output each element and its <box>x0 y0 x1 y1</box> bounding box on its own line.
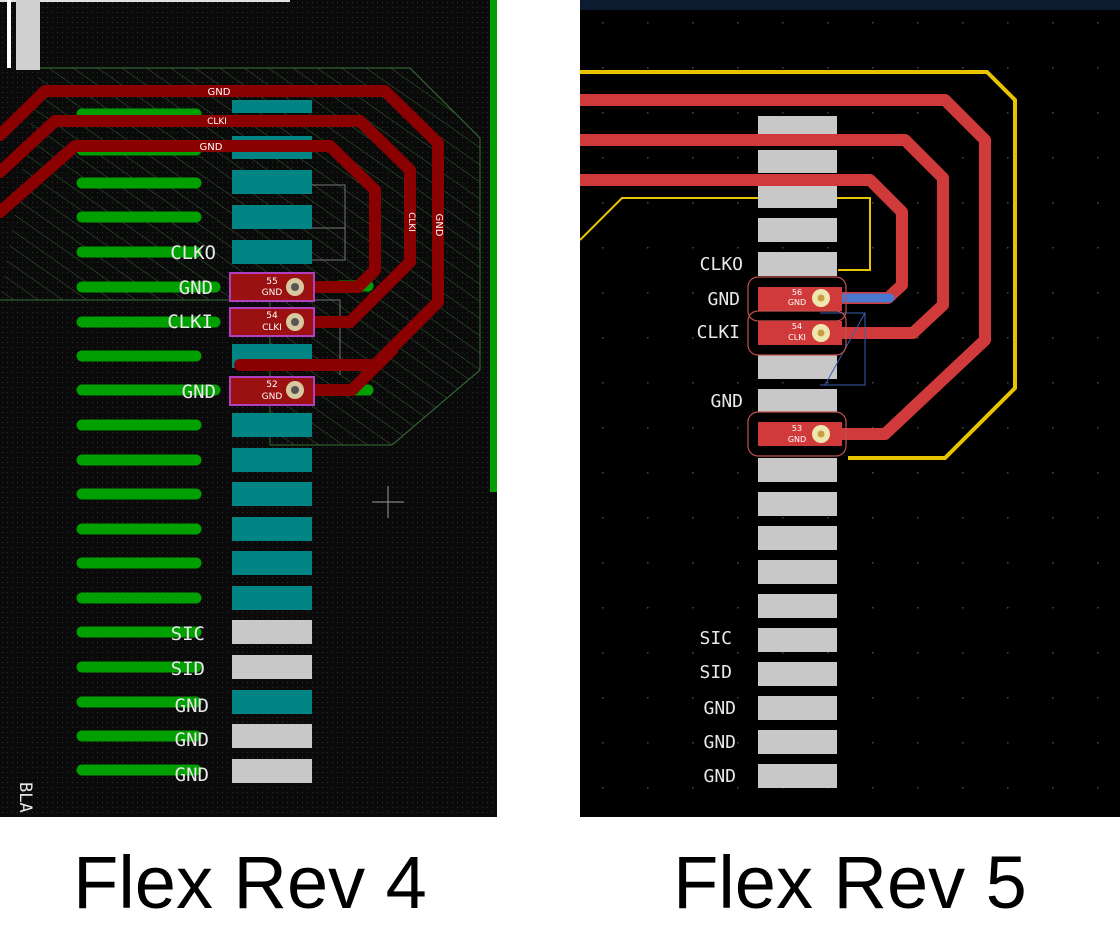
pin-label: GND <box>175 764 209 786</box>
svg-text:56: 56 <box>792 288 802 297</box>
trace-label: CLKI <box>207 117 227 127</box>
pin-label: GND <box>703 766 736 787</box>
pin-label: GND <box>182 381 216 403</box>
caption-rev5: Flex Rev 5 <box>673 841 1027 924</box>
svg-text:GND: GND <box>262 288 283 298</box>
pin-label: CLKI <box>697 322 740 343</box>
svg-text:52: 52 <box>266 380 277 390</box>
svg-text:GND: GND <box>788 435 806 444</box>
rev5-layout-view: 56 GND 54 CLKI 53 GND CLKO GND CLKI GND … <box>580 0 1120 817</box>
svg-text:53: 53 <box>792 424 802 433</box>
caption-rev4: Flex Rev 4 <box>73 841 427 924</box>
pin-label: CLKO <box>700 254 743 275</box>
pin-label: GND <box>703 698 736 719</box>
rev4-layout-view: GND CLKI GND CLKI GND 55 GND 54 CLKI 52 … <box>0 0 497 817</box>
pin-label: SID <box>171 658 205 680</box>
pin-label: GND <box>710 391 743 412</box>
trace-label: GND <box>200 142 223 153</box>
pin-label: GND <box>179 277 213 299</box>
svg-text:CLKI: CLKI <box>262 323 282 333</box>
svg-text:54: 54 <box>266 311 278 321</box>
rev4-via-54: 54 CLKI <box>229 307 315 337</box>
pin-label: SID <box>699 662 732 683</box>
svg-text:GND: GND <box>788 298 806 307</box>
trace-label: CLKI <box>406 212 416 232</box>
pin-label: GND <box>175 695 209 717</box>
rev5-via-54: 54 CLKI <box>747 310 847 356</box>
pin-label: GND <box>703 732 736 753</box>
rev5-pin-labels: CLKO GND CLKI GND SIC SID GND GND GND <box>697 254 743 787</box>
rev4-via-52: 52 GND <box>229 376 315 406</box>
pin-label: SIC <box>699 628 732 649</box>
trace-label: GND <box>208 87 231 98</box>
rev4-pin-labels: CLKO GND CLKI GND SIC SID GND GND GND <box>167 242 216 786</box>
pin-label: GND <box>707 289 740 310</box>
svg-text:CLKI: CLKI <box>788 333 806 342</box>
rev5-via-56: 56 GND <box>747 276 847 322</box>
svg-text:55: 55 <box>266 277 277 287</box>
pin-label: CLKO <box>170 242 216 264</box>
svg-text:54: 54 <box>792 322 802 331</box>
rev5-connector-pads <box>758 116 837 788</box>
pin-label: SIC <box>171 623 205 645</box>
trace-label: GND <box>433 214 444 237</box>
rev4-via-55: 55 GND <box>229 272 315 302</box>
rev5-via-53: 53 GND <box>747 411 847 457</box>
svg-text:GND: GND <box>262 392 283 402</box>
corner-text: BLA <box>15 782 35 813</box>
pin-label: CLKI <box>167 311 213 333</box>
cursor-crosshair <box>372 486 404 518</box>
pin-label: GND <box>175 729 209 751</box>
